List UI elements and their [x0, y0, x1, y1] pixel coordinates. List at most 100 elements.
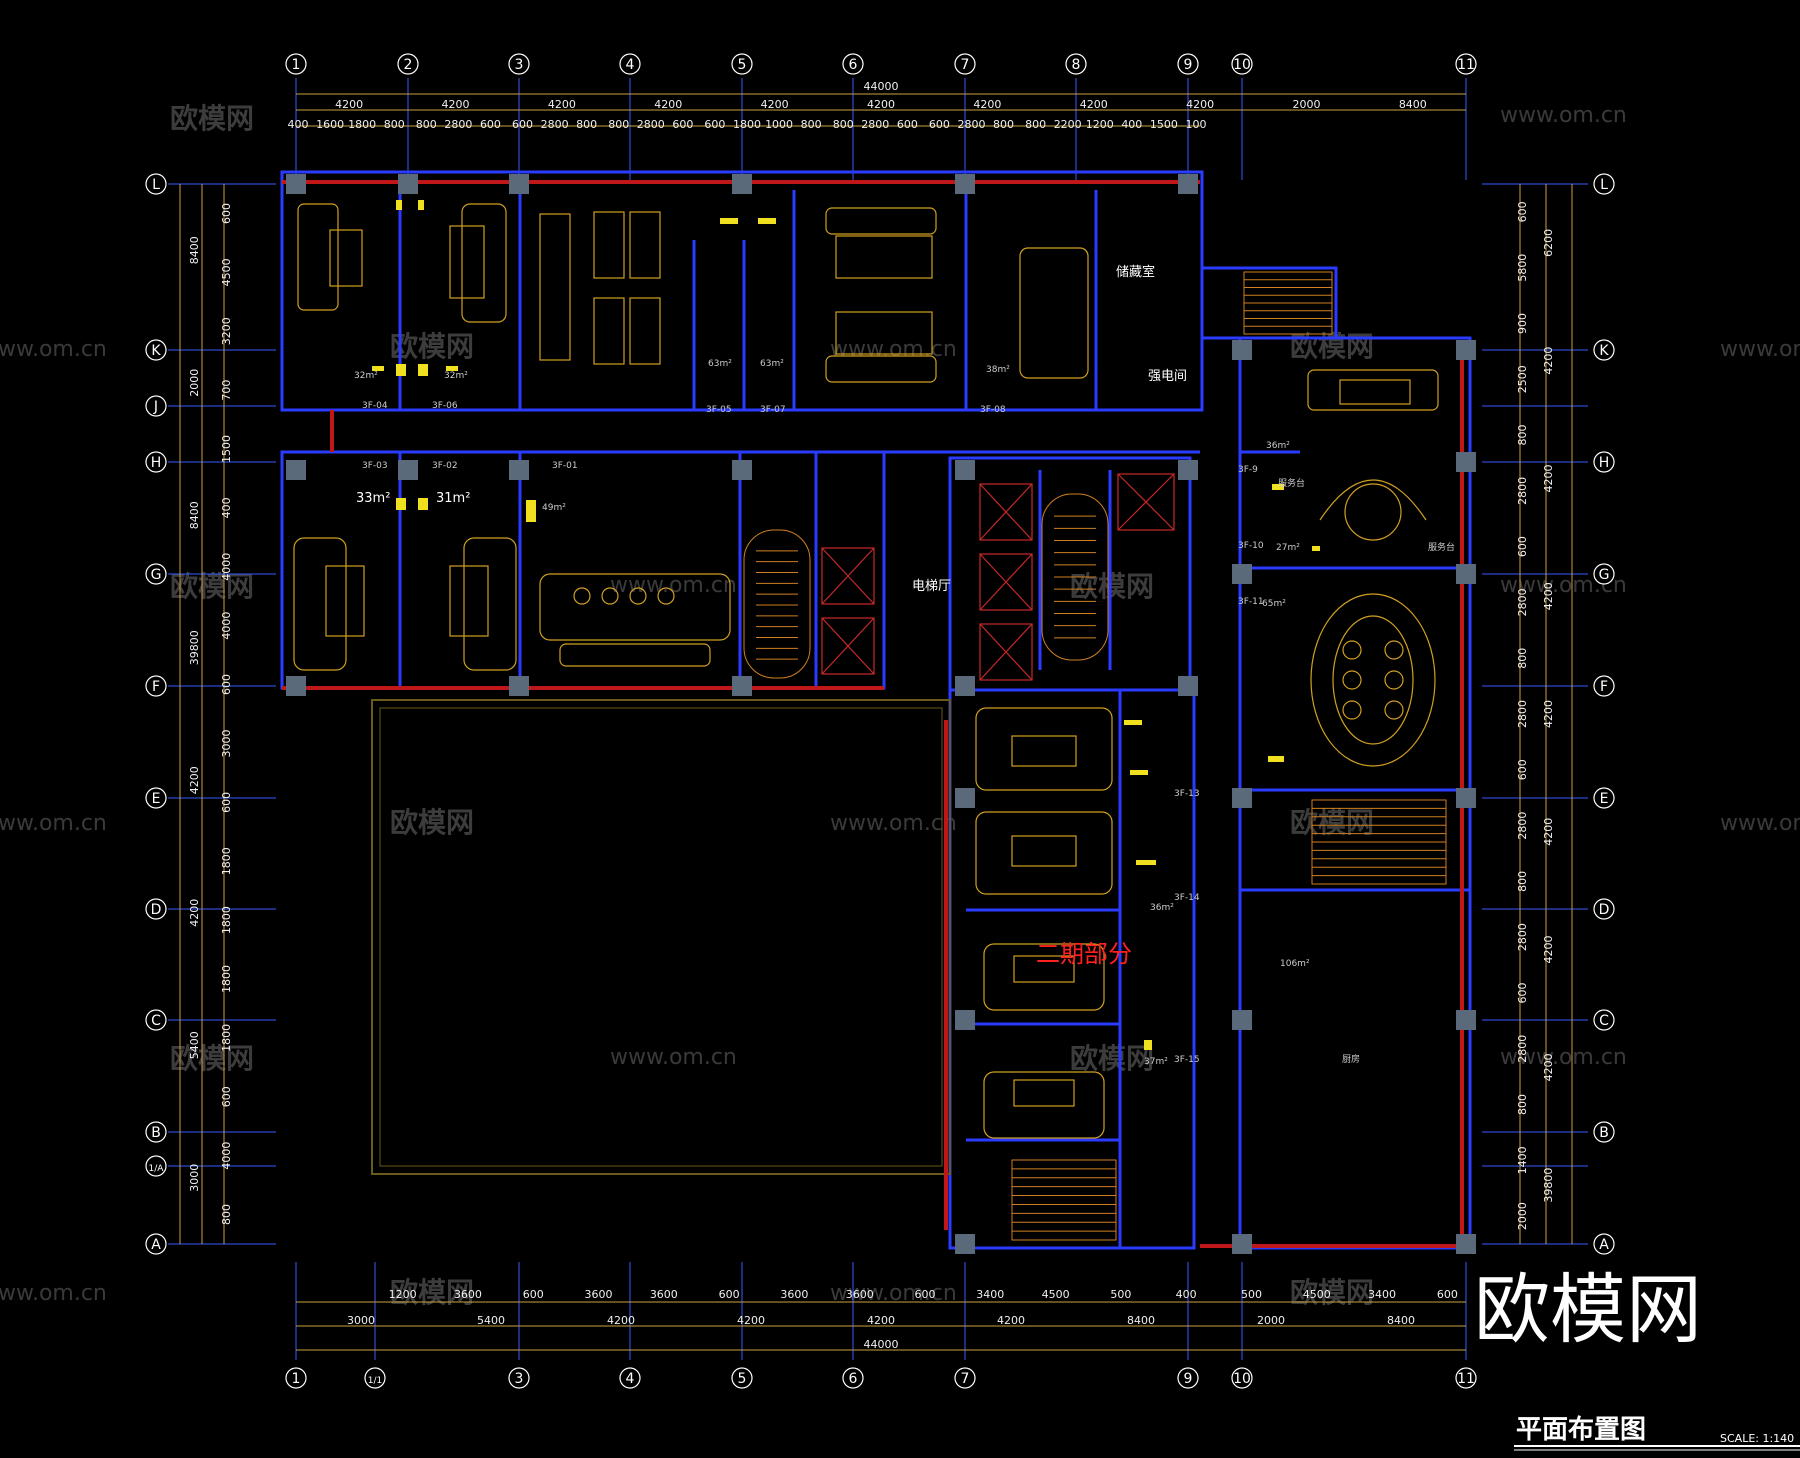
structural-column	[1232, 788, 1252, 808]
structural-column	[1456, 340, 1476, 360]
watermark-brand: 欧模网	[390, 1276, 474, 1309]
dim-right-outer: 4200	[1542, 582, 1555, 610]
dim-top-row2: 2800	[861, 118, 889, 131]
watermark-url: www.om.cn	[830, 811, 957, 836]
dim-top-row2: 600	[672, 118, 693, 131]
dim-top-row2: 2800	[957, 118, 985, 131]
brand-logo: 欧模网	[1474, 1265, 1702, 1354]
axis-bubble-left: F	[145, 675, 167, 697]
structural-column	[286, 676, 306, 696]
axis-bubble-label: D	[151, 902, 162, 918]
dim-bottom-row2: 8400	[1387, 1314, 1415, 1327]
dim-left-inner: 1800	[220, 965, 233, 993]
dim-bottom-row1: 4500	[1042, 1288, 1070, 1301]
axis-bubble-label: 9	[1184, 57, 1193, 73]
axis-bubble-label: L	[152, 177, 160, 193]
axis-bubble-right: D	[1593, 898, 1615, 920]
axis-bubble-left: D	[145, 898, 167, 920]
axis-bubble-bottom: 4	[619, 1367, 641, 1389]
dim-top-row2: 600	[897, 118, 918, 131]
axis-bubble-label: D	[1599, 902, 1610, 918]
dim-top-row2: 1800	[733, 118, 761, 131]
dim-top-row1: 4200	[1080, 98, 1108, 111]
structural-column	[1456, 452, 1476, 472]
axis-bubble-label: 1	[292, 57, 301, 73]
dim-top-row1: 4200	[867, 98, 895, 111]
dim-right-outer: 4200	[1542, 347, 1555, 375]
structural-column	[398, 460, 418, 480]
dim-bottom-row2: 8400	[1127, 1314, 1155, 1327]
dim-left-outer: 8400	[188, 501, 201, 529]
dim-left-outer: 4200	[188, 766, 201, 794]
axis-bubble-left: L	[145, 173, 167, 195]
dim-left-outer: 8400	[188, 236, 201, 264]
dim-top-row2: 600	[480, 118, 501, 131]
watermark-brand: 欧模网	[170, 102, 254, 135]
watermark-brand: 欧模网	[1070, 1042, 1154, 1075]
dim-bottom-row1: 400	[1176, 1288, 1197, 1301]
fixture-marks	[372, 200, 1320, 1050]
room-area: 33m²	[356, 491, 390, 506]
axis-bubble-bottom: 10	[1231, 1367, 1253, 1389]
dim-top-row2: 800	[1025, 118, 1046, 131]
room-area: 37m²	[1144, 1057, 1168, 1067]
watermark-brand: 欧模网	[390, 330, 474, 363]
room-label-service: 服务台	[1278, 477, 1305, 489]
axis-bubble-label: H	[151, 455, 162, 471]
dim-top-row2: 1200	[1086, 118, 1114, 131]
axis-bubble-bottom: 5	[731, 1367, 753, 1389]
dim-top-row2: 800	[608, 118, 629, 131]
structural-column	[1178, 174, 1198, 194]
axis-bubble-left: J	[145, 395, 167, 417]
room-code: 3F-11	[1238, 597, 1264, 607]
axis-bubble-label: 11	[1457, 57, 1475, 73]
structural-column	[732, 460, 752, 480]
axis-bubble-label: E	[152, 791, 161, 807]
dim-bottom-row2: 4200	[867, 1314, 895, 1327]
watermark-url: www.om.cn	[1500, 103, 1627, 128]
dimension-chains	[179, 93, 1573, 1351]
axis-bubble-label: E	[1600, 791, 1609, 807]
dim-top-row1: 8400	[1399, 98, 1427, 111]
dim-left-inner: 4500	[220, 258, 233, 286]
dim-bottom-row1: 3600	[454, 1288, 482, 1301]
dim-right-inner: 2800	[1516, 588, 1529, 616]
axis-bubble-right: B	[1593, 1121, 1615, 1143]
dim-bottom-row1: 3400	[1368, 1288, 1396, 1301]
structural-column	[955, 1234, 975, 1254]
axis-bubble-right: G	[1593, 563, 1615, 585]
axis-bubble-label: C	[1599, 1013, 1609, 1029]
axis-bubble-top: 5	[731, 53, 753, 75]
room-area: 36m²	[1266, 441, 1290, 451]
axis-bubble-label: 4	[626, 1371, 635, 1387]
dim-top-row2: 400	[288, 118, 309, 131]
structural-columns	[286, 174, 1476, 1254]
axis-bubble-label: 6	[849, 57, 858, 73]
watermark-url: www.om.cn	[830, 337, 957, 362]
watermark-url: www.om.cn	[0, 1281, 107, 1306]
dim-top-row2: 600	[929, 118, 950, 131]
dim-right-inner: 800	[1516, 425, 1529, 446]
dim-right-inner: 2800	[1516, 477, 1529, 505]
dim-right-inner: 800	[1516, 871, 1529, 892]
dim-bottom-row1: 600	[915, 1288, 936, 1301]
room-code: 3F-08	[980, 405, 1006, 415]
dim-right-inner: 600	[1516, 536, 1529, 557]
axis-bubble-right: C	[1593, 1009, 1615, 1031]
structural-column	[286, 460, 306, 480]
dim-top-row1: 4200	[654, 98, 682, 111]
axis-bubble-top: 2	[397, 53, 419, 75]
structural-column	[1232, 1010, 1252, 1030]
room-code: 3F-9	[1238, 465, 1258, 475]
axis-bubble-top: 10	[1231, 53, 1253, 75]
drawing-scale: SCALE: 1:140	[1720, 1432, 1794, 1445]
room-code: 3F-02	[432, 461, 458, 471]
dim-left-inner: 1800	[220, 906, 233, 934]
watermark-brand: 欧模网	[1070, 570, 1154, 603]
structural-column	[1456, 564, 1476, 584]
axis-bubble-top: 9	[1177, 53, 1199, 75]
dim-top-row2: 2800	[637, 118, 665, 131]
structural-column	[509, 460, 529, 480]
